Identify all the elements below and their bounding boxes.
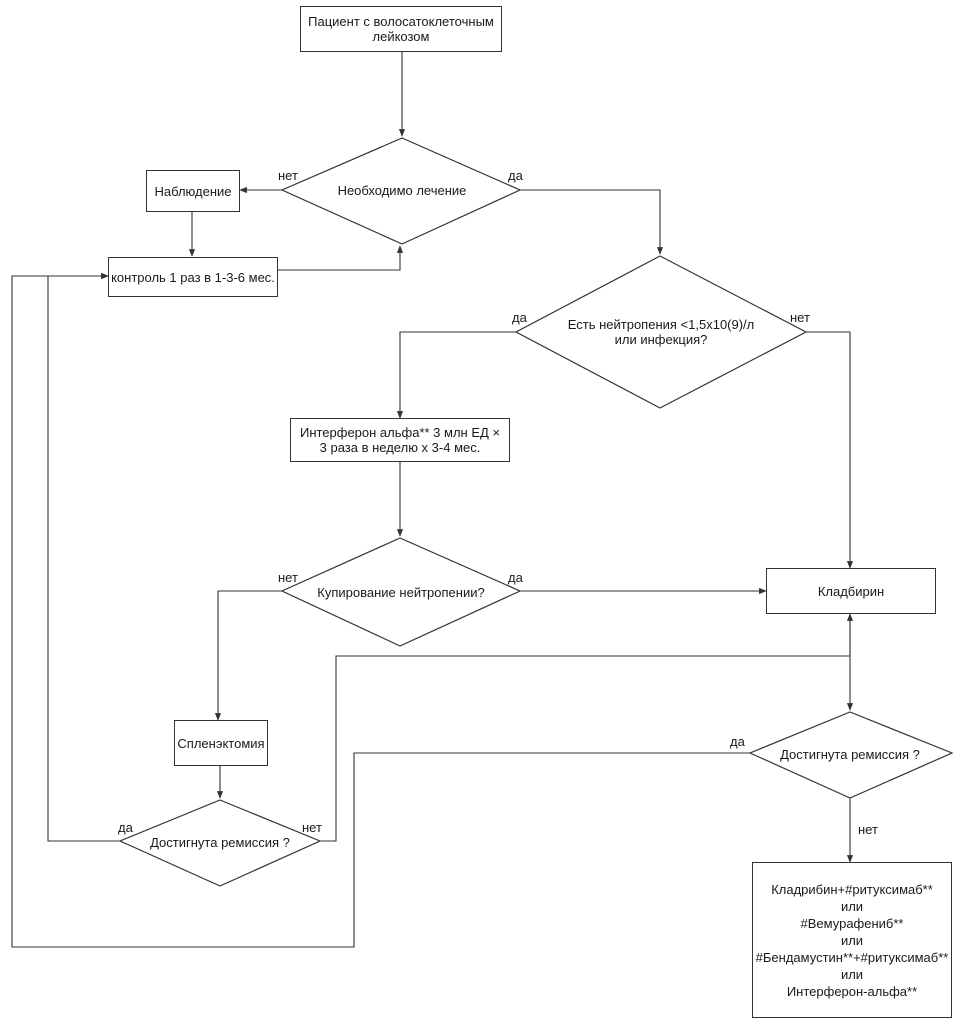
alternatives-line-1: Кладрибин+#ритуксимаб** xyxy=(771,881,933,897)
decision-remission-left-text: Достигнута ремиссия ? xyxy=(140,828,300,856)
label-neutropenia-no: нет xyxy=(790,310,810,325)
splenectomy-node-text: Спленэктомия xyxy=(177,735,265,751)
label-treatment-yes: да xyxy=(508,168,523,183)
edge-neutropenia-to-cladribine xyxy=(806,331,854,569)
start-node: Пациент с волосатоклеточным лейкозом xyxy=(300,6,502,52)
decision-relief-label: Купирование нейтропении? xyxy=(317,584,485,600)
decision-remission-left-label: Достигнута ремиссия ? xyxy=(150,834,290,850)
label-remission-left-no: нет xyxy=(302,820,322,835)
interferon-node-text: Интерферон альфа** 3 млн ЕД × 3 раза в н… xyxy=(299,425,501,455)
decision-remission-left-shape xyxy=(118,799,322,887)
decision-relief-shape xyxy=(280,537,522,647)
interferon-node: Интерферон альфа** 3 млн ЕД × 3 раза в н… xyxy=(290,418,510,462)
edge-treatment-to-neutropenia xyxy=(520,189,664,255)
alternatives-line-3: #Вемурафениб** xyxy=(800,915,904,931)
label-relief-yes: да xyxy=(508,570,523,585)
decision-neutropenia-shape xyxy=(514,255,808,409)
decision-remission-right-text: Достигнута ремиссия ? xyxy=(770,740,930,768)
observation-node: Наблюдение xyxy=(146,170,240,212)
alternatives-line-4: или xyxy=(840,932,864,948)
decision-neutropenia-label: Есть нейтропения <1,5х10(9)/л или инфекц… xyxy=(567,317,755,347)
alternatives-line-6: или xyxy=(840,966,864,982)
decision-treatment-label: Необходимо лечение xyxy=(337,182,467,198)
label-remission-right-yes: да xyxy=(730,734,745,749)
label-treatment-no: нет xyxy=(278,168,298,183)
alternatives-line-2: или xyxy=(840,898,864,914)
start-node-text: Пациент с волосатоклеточным лейкозом xyxy=(308,14,494,44)
cladribine-node: Кладбирин xyxy=(766,568,936,614)
splenectomy-node: Спленэктомия xyxy=(174,720,268,766)
alternatives-line-5: #Бендамустин**+#ритуксимаб** xyxy=(755,949,949,965)
edge-remission-left-to-control xyxy=(47,272,120,842)
label-remission-right-no: нет xyxy=(858,822,878,837)
control-node-text: контроль 1 раз в 1-3-6 мес. xyxy=(111,269,275,285)
edge-neutropenia-to-interferon xyxy=(396,331,516,419)
decision-remission-right-label: Достигнута ремиссия ? xyxy=(780,746,920,762)
cladribine-node-text: Кладбирин xyxy=(817,583,885,599)
alternatives-node: Кладрибин+#ритуксимаб** или #Вемурафениб… xyxy=(752,862,952,1018)
decision-relief-text: Купирование нейтропении? xyxy=(306,578,496,606)
alternatives-line-7: Интерферон-альфа** xyxy=(786,983,918,999)
control-node: контроль 1 раз в 1-3-6 мес. xyxy=(108,257,278,297)
decision-treatment-shape xyxy=(280,137,522,245)
decision-treatment-text: Необходимо лечение xyxy=(310,176,494,204)
edge-control-to-treatment xyxy=(278,245,404,271)
observation-node-text: Наблюдение xyxy=(154,183,232,199)
decision-neutropenia-text: Есть нейтропения <1,5х10(9)/л или инфекц… xyxy=(556,314,766,350)
label-remission-left-yes: да xyxy=(118,820,133,835)
edge-remission-right-to-control xyxy=(11,272,750,948)
label-relief-no: нет xyxy=(278,570,298,585)
edge-remission-left-to-cladribine xyxy=(320,613,854,842)
label-neutropenia-yes: да xyxy=(512,310,527,325)
edge-relief-to-splenectomy xyxy=(214,590,282,721)
